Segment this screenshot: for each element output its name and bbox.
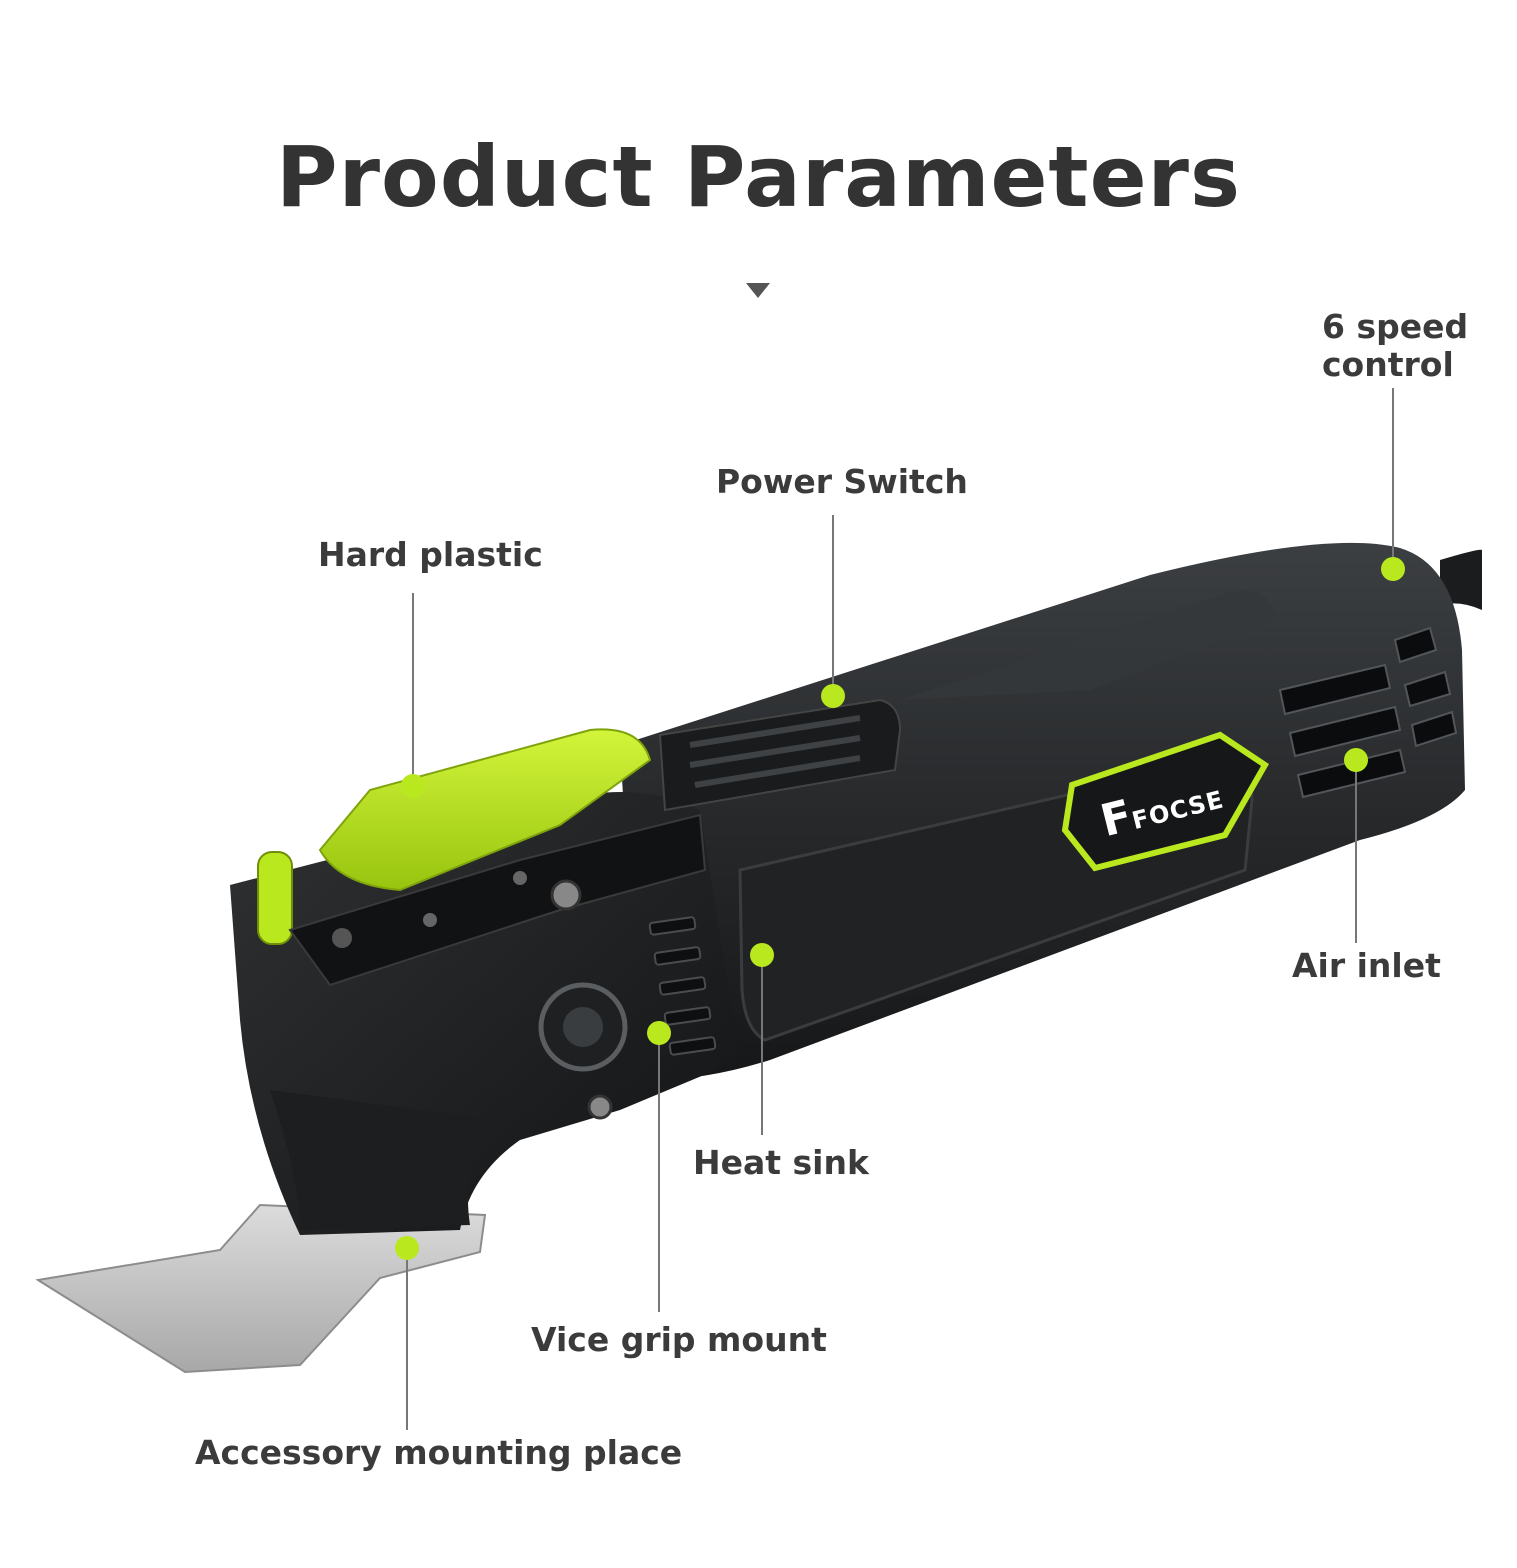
label-speed-control: 6 speed control bbox=[1322, 307, 1469, 384]
brand-badge bbox=[1061, 731, 1269, 872]
label-power-switch: Power Switch bbox=[716, 462, 968, 501]
callout-dot-plastic bbox=[401, 774, 425, 798]
label-hard-plastic: Hard plastic bbox=[318, 535, 543, 574]
air-inlet-slots bbox=[1278, 626, 1458, 799]
housing-highlight bbox=[900, 589, 1275, 700]
head-neck bbox=[270, 1090, 500, 1230]
lever-roller bbox=[257, 851, 293, 945]
callout-dot-heat bbox=[750, 943, 774, 967]
label-accessory-mounting: Accessory mounting place bbox=[195, 1433, 683, 1472]
callout-dot-speed bbox=[1381, 557, 1405, 581]
page-title: Product Parameters bbox=[276, 128, 1241, 226]
accessory-blade bbox=[35, 1203, 487, 1374]
label-vice-grip-mount: Vice grip mount bbox=[531, 1320, 827, 1359]
heat-sink-slots bbox=[648, 916, 717, 1056]
callout-dot-vice bbox=[647, 1021, 671, 1045]
label-heat-sink: Heat sink bbox=[693, 1143, 869, 1182]
callout-dot-accessory bbox=[395, 1236, 419, 1260]
callout-dot-power bbox=[821, 684, 845, 708]
callout-dot-air bbox=[1344, 748, 1368, 772]
label-air-inlet: Air inlet bbox=[1292, 946, 1441, 985]
down-arrow-icon bbox=[746, 283, 770, 298]
power-cord bbox=[1440, 549, 1482, 610]
clamp-plate bbox=[288, 813, 707, 987]
hard-plastic-lever bbox=[318, 728, 652, 892]
